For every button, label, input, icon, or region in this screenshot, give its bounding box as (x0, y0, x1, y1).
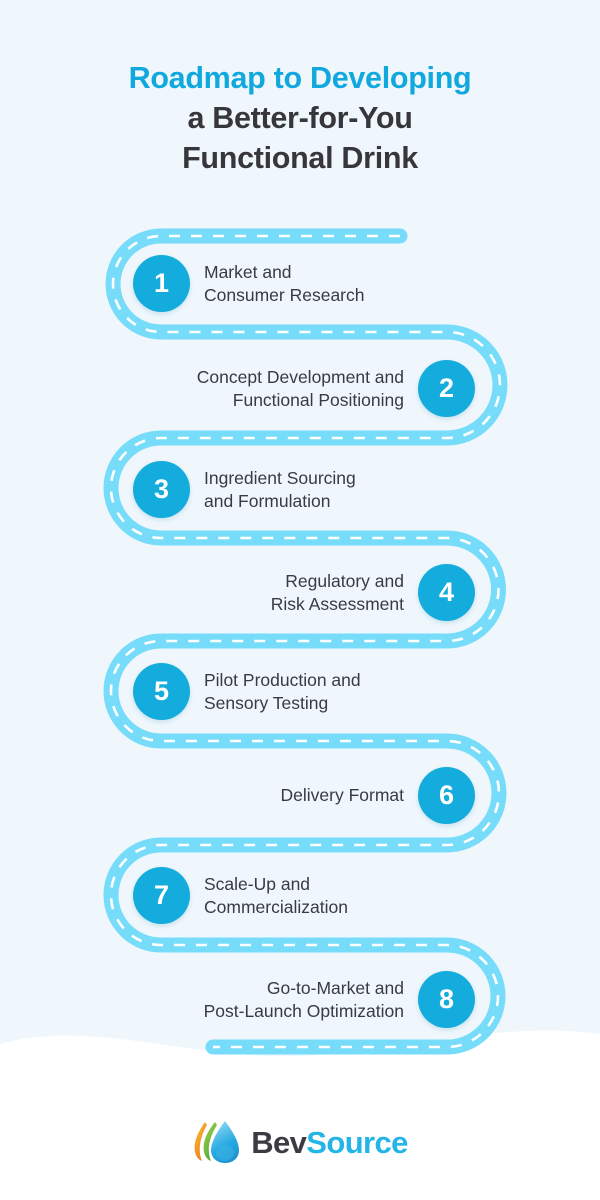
step-label-3: Ingredient Sourcing and Formulation (204, 467, 356, 511)
step-label-4: Regulatory and Risk Assessment (270, 570, 404, 614)
step-number-badge-8: 8 (418, 971, 475, 1028)
step-item-6[interactable]: 6 Delivery Format (280, 767, 475, 824)
bevsource-wordmark: BevSource (251, 1127, 408, 1158)
step-label-5: Pilot Production and Sensory Testing (204, 669, 361, 713)
step-number-badge-6: 6 (418, 767, 475, 824)
step-item-5[interactable]: 5 Pilot Production and Sensory Testing (133, 663, 361, 720)
step-label-1: Market and Consumer Research (204, 261, 365, 305)
step-number-badge-2: 2 (418, 360, 475, 417)
step-label-6: Delivery Format (280, 785, 405, 805)
logo-text-bev: Bev (251, 1124, 307, 1160)
logo-text-source: Source (306, 1124, 408, 1160)
title-line-3: Functional Drink (182, 141, 418, 175)
page-title: Roadmap to Developing a Better-for-You F… (0, 58, 600, 178)
title-line-2: a Better-for-You (187, 101, 413, 135)
step-item-7[interactable]: 7 Scale-Up and Commercialization (133, 867, 348, 924)
step-item-8[interactable]: 8 Go-to-Market and Post-Launch Optimizat… (204, 971, 475, 1028)
step-item-3[interactable]: 3 Ingredient Sourcing and Formulation (133, 461, 356, 518)
step-number-badge-7: 7 (133, 867, 190, 924)
step-number-badge-3: 3 (133, 461, 190, 518)
title-line-1: Roadmap to Developing (128, 61, 472, 95)
step-item-1[interactable]: 1 Market and Consumer Research (133, 255, 364, 312)
step-label-7: Scale-Up and Commercialization (204, 873, 348, 917)
bevsource-logo[interactable]: BevSource (0, 1112, 600, 1172)
step-item-4[interactable]: 4 Regulatory and Risk Assessment (271, 564, 475, 621)
step-label-2: Concept Development and Functional Posit… (196, 366, 404, 410)
step-item-2[interactable]: 2 Concept Development and Functional Pos… (197, 360, 475, 417)
step-number-badge-5: 5 (133, 663, 190, 720)
step-label-8: Go-to-Market and Post-Launch Optimizatio… (203, 977, 404, 1021)
step-number-badge-4: 4 (418, 564, 475, 621)
step-number-badge-1: 1 (133, 255, 190, 312)
bevsource-droplet-icon (194, 1121, 240, 1163)
